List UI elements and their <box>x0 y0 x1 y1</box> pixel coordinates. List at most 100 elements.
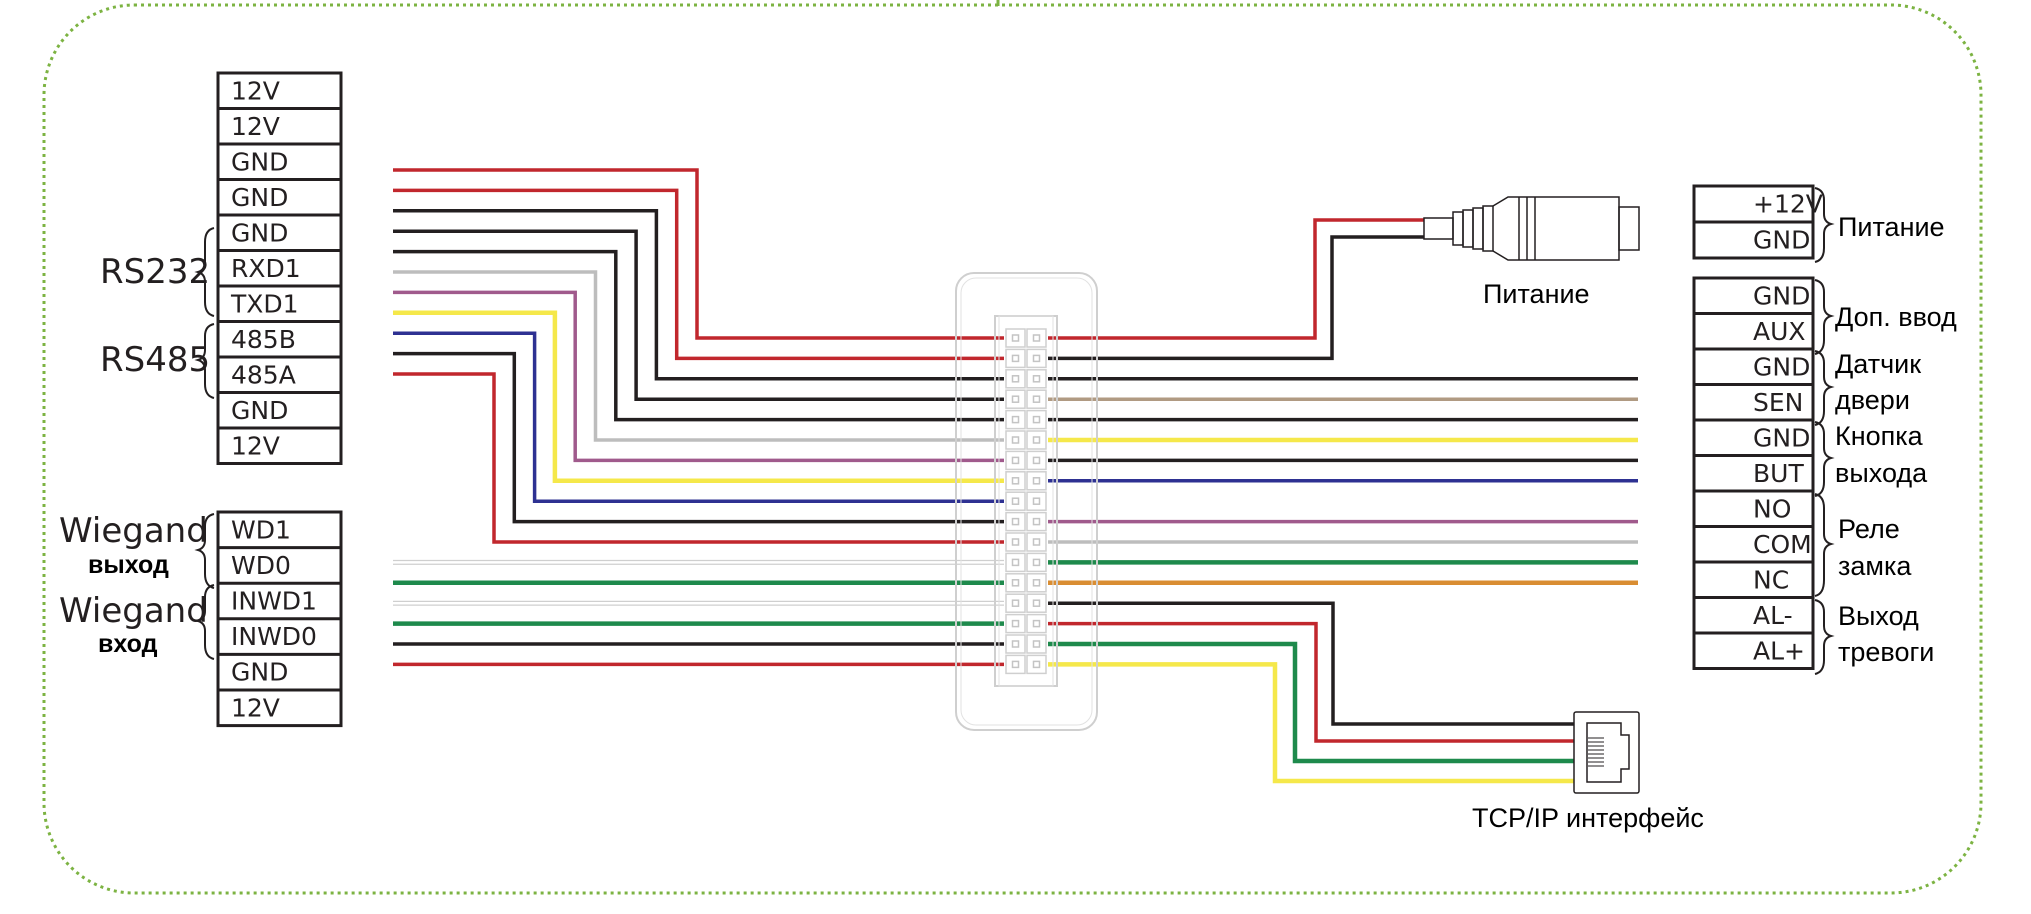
serial-pin-pin-label: TXD1 <box>230 289 299 318</box>
brace-rs485 <box>194 323 215 399</box>
right-wire <box>1048 601 1574 726</box>
connector-pin-contact <box>1032 558 1041 567</box>
connector-pin-contact <box>1032 517 1041 526</box>
connector-pin-contact <box>1011 599 1020 607</box>
connector-pin <box>1005 450 1026 471</box>
connector-pin-contact <box>1011 395 1020 403</box>
io-pin-pin-label: NO <box>1753 494 1791 523</box>
connector-pin-contact <box>1011 375 1020 383</box>
left-wire <box>393 372 1004 544</box>
connector-pin <box>1005 511 1026 532</box>
left-wire <box>393 229 1004 401</box>
left-wire <box>393 331 1004 503</box>
io-pin-pin-label: AL+ <box>1753 636 1805 665</box>
connector-pin <box>1005 389 1026 409</box>
serial-pin-pin-label: GND <box>231 218 288 247</box>
connector-pin-contact <box>1011 640 1020 648</box>
connector-pin <box>1005 409 1026 430</box>
brace-aux <box>1814 279 1835 355</box>
group-label-wiegand-in: Wiegand <box>59 591 208 631</box>
connector-pin-contact <box>1032 599 1041 607</box>
serial-pin-outline <box>216 71 343 465</box>
connector-pin <box>1026 430 1047 450</box>
wiegand-pin-pin-label: INWD1 <box>231 587 317 616</box>
io-pin-pin-label: AUX <box>1753 317 1806 346</box>
left-wire <box>393 249 1004 422</box>
io-pin-pin-label: GND <box>1753 423 1810 452</box>
serial-pin-pin-label: RXD1 <box>231 254 301 283</box>
io-pin-pin-label: COM <box>1753 530 1812 559</box>
left-wire <box>393 209 1004 381</box>
right-wire <box>1048 218 1424 340</box>
group-label-exit-button-1: Кнопка <box>1835 421 1924 451</box>
connector-pin-contact <box>1011 415 1020 424</box>
group-label-alarm-2: тревоги <box>1838 637 1934 667</box>
wiegand-pin-pin-label: 12V <box>231 693 280 722</box>
io-pin-pin-label: BUT <box>1753 459 1804 488</box>
connector-pin <box>1005 654 1026 675</box>
connector-pins <box>1005 328 1047 675</box>
power-jack-icon <box>1423 196 1640 261</box>
connector-pin-contact <box>1032 436 1041 444</box>
wiegand-pin-pin-label: GND <box>231 658 288 687</box>
connector-pin <box>1026 348 1047 369</box>
connector-pin <box>1026 593 1047 613</box>
group-label-power: Питание <box>1838 212 1945 242</box>
group-label-lock-relay-2: замка <box>1838 551 1912 581</box>
connector-pin <box>1026 654 1047 675</box>
connector-pin <box>1026 634 1047 654</box>
brace-lock-relay <box>1814 493 1835 597</box>
power-pin-pin-label: +12V <box>1753 190 1823 219</box>
connector-pin-contact <box>1011 619 1020 628</box>
brace-exit-button <box>1814 421 1835 497</box>
io-pin-pin-label: SEN <box>1753 388 1803 417</box>
connector-pin <box>1026 613 1047 634</box>
right-wire <box>1048 621 1574 743</box>
connector-pin-contact <box>1032 395 1041 403</box>
wiegand-pin-pin-label: WD1 <box>231 515 291 544</box>
connector-pin-contact <box>1011 660 1020 669</box>
connector-pin <box>1005 573 1026 593</box>
main-connector <box>955 272 1098 731</box>
group-label-alarm-1: Выход <box>1838 601 1919 631</box>
group-label-rs485: RS485 <box>100 340 210 380</box>
io-pin-pin-label: AL- <box>1753 601 1793 630</box>
wiegand-pin-pin-label: WD0 <box>231 551 291 580</box>
connector-pin-contact <box>1032 354 1041 363</box>
left-wire <box>393 351 1004 524</box>
connector-pin <box>1026 511 1047 532</box>
serial-pin-pin-label: 12V <box>231 76 280 105</box>
left-wires <box>393 168 1004 667</box>
connector-pin <box>1005 532 1026 552</box>
connector-pin-contact <box>1011 538 1020 546</box>
brace-wiegand-in <box>194 584 215 660</box>
connector-pin <box>1026 552 1047 573</box>
connector-pin <box>1005 430 1026 450</box>
connector-pin-contact <box>1032 497 1041 505</box>
rj45-port-icon <box>1573 711 1640 794</box>
right-wire <box>1048 641 1574 764</box>
connector-pin <box>1005 348 1026 369</box>
connector-pin-contact <box>1032 375 1041 383</box>
brace-alarm <box>1814 599 1835 675</box>
group-label-exit-button-2: выхода <box>1835 458 1928 488</box>
group-label-lock-relay-1: Реле <box>1838 514 1900 544</box>
connector-pin-contact <box>1011 517 1020 526</box>
connector-pin <box>1026 389 1047 409</box>
connector-pin-contact <box>1032 619 1041 628</box>
connector-pin-contact <box>1011 558 1020 567</box>
connector-pin-contact <box>1011 436 1020 444</box>
serial-pin-pin-label: GND <box>231 396 288 425</box>
connector-pin-contact <box>1032 415 1041 424</box>
connector-pin <box>1005 369 1026 389</box>
connector-pin <box>1026 450 1047 471</box>
left-wire <box>393 168 1004 340</box>
right-wire <box>1048 662 1574 784</box>
wiegand-pin-pin-label: INWD0 <box>231 622 317 651</box>
connector-pin-contact <box>1032 640 1041 648</box>
connector-pin <box>1005 328 1026 348</box>
